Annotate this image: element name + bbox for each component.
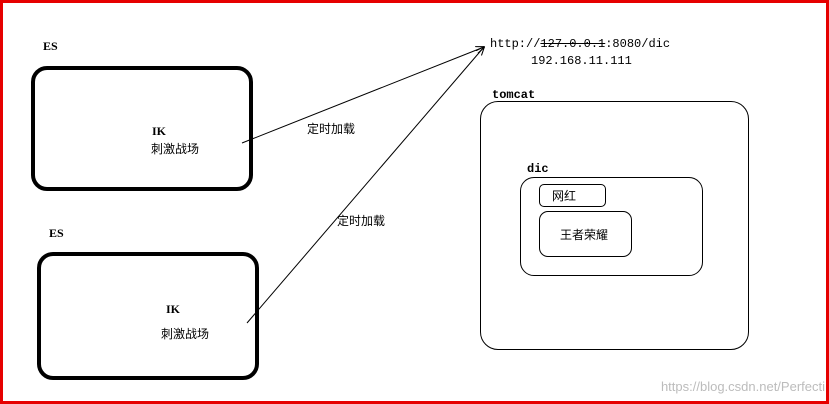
url-struck-host: 127.0.0.1: [540, 37, 606, 51]
arrow-top: [241, 47, 484, 144]
url-prefix: http://: [490, 37, 541, 51]
es-top-ik-label: IK: [152, 124, 167, 138]
es-bottom-word: 刺激战场: [161, 327, 210, 341]
watermark-text: https://blog.csdn.net/Perfecti: [660, 379, 825, 394]
es-top-label: ES: [43, 39, 58, 53]
dic-item-1: 网红: [552, 189, 577, 203]
tomcat-label: tomcat: [492, 88, 536, 102]
url-ip: 192.168.11.111: [531, 54, 632, 68]
arrow-bottom: [246, 47, 484, 324]
es-top-box: [31, 66, 253, 191]
es-bottom-label: ES: [49, 226, 64, 240]
es-bottom-ik-label: IK: [166, 302, 181, 316]
dic-item-2: 王者荣耀: [560, 228, 609, 242]
dic-item-box-1: [539, 184, 606, 207]
dic-box: [520, 177, 703, 276]
dic-label: dic: [527, 162, 549, 176]
url-text: http://127.0.0.1:8080/dic: [490, 38, 670, 50]
dic-item-box-2: [539, 211, 632, 257]
arrow-top-label: 定时加载: [307, 122, 356, 136]
url-suffix: :8080/dic: [605, 37, 671, 51]
es-bottom-box: [37, 252, 259, 380]
tomcat-box: [480, 101, 749, 350]
arrow-bottom-label: 定时加载: [337, 214, 386, 228]
es-top-word: 刺激战场: [151, 142, 200, 156]
